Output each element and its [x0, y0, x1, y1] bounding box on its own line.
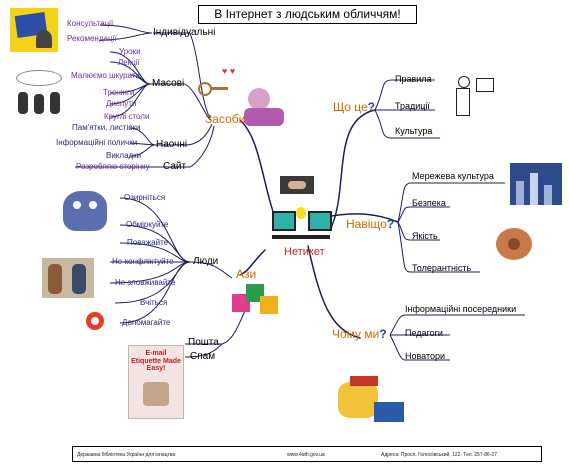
branch-zasoby[interactable]: Засоби	[205, 112, 246, 126]
leaf-item[interactable]: Правила	[395, 74, 432, 84]
leaf-item[interactable]: Розробляю сторінку	[76, 162, 150, 171]
teacher-clipart	[330, 372, 406, 434]
leaf-item[interactable]: Толерантність	[412, 263, 472, 273]
keys-icon	[198, 78, 230, 100]
monster-icon	[55, 185, 115, 240]
leaf-item[interactable]: Не конфліктуйте	[112, 257, 174, 266]
item-mail[interactable]: Пошта	[188, 337, 219, 348]
leaf-item[interactable]: Круглі столи	[104, 112, 150, 121]
leaf-item[interactable]: Не зловживайте	[115, 278, 176, 287]
footer: Державна бібліотека України для юнацтва …	[72, 446, 542, 462]
lifebuoy-icon	[86, 312, 104, 330]
branch-chomu-my[interactable]: Чому ми?	[332, 327, 387, 341]
leaf-item[interactable]: Вчіться	[140, 298, 168, 307]
leaf-item[interactable]: Обміркуйте	[126, 220, 169, 229]
footer-org: Державна бібліотека України для юнацтва	[77, 452, 176, 458]
leaf-item[interactable]: Уроки	[119, 47, 141, 56]
leaf-item[interactable]: Малюємо шкурати	[71, 71, 140, 80]
leaf-item[interactable]: Традиції	[395, 101, 430, 111]
branch-azy[interactable]: Ази	[236, 267, 257, 281]
hearts-icon: ♥ ♥	[222, 66, 236, 76]
leaf-item[interactable]: Викладки	[106, 151, 142, 160]
computers-icon	[270, 205, 332, 245]
people-photo	[42, 258, 94, 298]
footer-site[interactable]: www.4uth.gov.ua	[287, 452, 325, 458]
branch-shcho-tse[interactable]: Що це?	[333, 100, 376, 114]
leaf-item[interactable]: Якість	[412, 231, 438, 241]
leaf-item[interactable]: Поважайте	[127, 238, 169, 247]
item-spam[interactable]: Спам	[190, 351, 216, 362]
leaf-item[interactable]: Інформаційні посередники	[405, 304, 517, 314]
footer-address: Адреса: Просп. Голосіївський, 122. Тел. …	[381, 452, 498, 458]
leaf-item[interactable]: Новатори	[405, 351, 446, 361]
handshake-icon	[280, 176, 314, 194]
group-individual[interactable]: Індивідуальні	[153, 27, 216, 38]
man-computer-icon	[450, 72, 495, 134]
leaf-item[interactable]: Культура	[395, 126, 433, 136]
leaf-item[interactable]: Рекомендації	[67, 34, 117, 43]
group-mass[interactable]: Масові	[152, 78, 185, 89]
map-title: В Інтернет з людським обличчям!	[198, 5, 417, 24]
group-site[interactable]: Сайт	[163, 161, 187, 172]
leaf-item[interactable]: Педагоги	[405, 328, 443, 338]
leaf-item[interactable]: Консультації	[67, 19, 114, 28]
leaf-item[interactable]: Пам'ятки, листівки	[72, 123, 141, 132]
leaf-item[interactable]: Мережева культура	[412, 171, 494, 181]
group-people[interactable]: Люди	[193, 256, 219, 267]
leaf-item[interactable]: Тренінги	[103, 88, 135, 97]
center-netiquette[interactable]: Нетикет	[284, 246, 325, 258]
leaf-item[interactable]: Лекції	[118, 58, 140, 67]
branch-navishcho[interactable]: Навіщо?	[346, 217, 395, 231]
leaf-item[interactable]: Диспути	[106, 99, 137, 108]
etiquette-book: E-mail Etiquette Made Easy!	[128, 345, 184, 419]
hands-photo	[486, 218, 542, 270]
abc-blocks-icon	[232, 280, 280, 320]
meeting-icon	[12, 70, 67, 118]
grandma-icon	[240, 82, 292, 126]
city-photo	[510, 163, 562, 205]
book-icon	[10, 8, 58, 52]
leaf-item[interactable]: Озирніться	[124, 193, 166, 202]
leaf-item[interactable]: Інформаційні полички	[56, 138, 138, 147]
group-visual[interactable]: Наочні	[156, 139, 188, 150]
leaf-item[interactable]: Допомагайте	[122, 318, 171, 327]
leaf-item[interactable]: Безпека	[412, 198, 446, 208]
